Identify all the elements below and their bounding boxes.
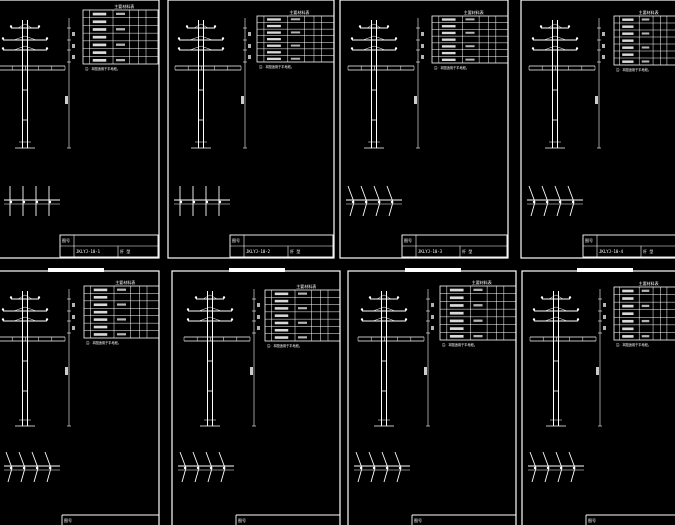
pole-elevation: [528, 18, 605, 149]
sheet-frame: [520, 0, 675, 259]
pole-elevation: [0, 18, 75, 149]
title-code: JKLYJ-10-4: [599, 249, 624, 254]
material-table-title: 主要材料表: [115, 279, 135, 285]
sheet-frame: [339, 0, 509, 259]
material-table-grid: [256, 15, 335, 63]
pole-elevation: [529, 289, 606, 427]
title-block: 图号 JKLYJ-10-3 杆 型: [401, 234, 508, 258]
sheet-top-bar: [48, 268, 104, 272]
pole-elevation: [174, 18, 251, 149]
crossarm-plan-view: [4, 186, 60, 216]
title-label: 图号: [238, 517, 246, 523]
material-table-title: 主要材料表: [639, 9, 659, 15]
material-table-grid: [431, 15, 509, 64]
sheet-top-bar: [229, 268, 285, 272]
material-table-title: 主要材料表: [296, 283, 316, 289]
title-block: 图号: [61, 514, 159, 525]
material-table-grid: [83, 285, 160, 339]
crossarm-plan-view: [178, 451, 234, 483]
title-block: 图号 JKLYJ-10-1 杆 型: [59, 234, 159, 258]
sheet-frame: [0, 0, 160, 259]
title-code: JKLYJ-10-2: [246, 249, 271, 254]
title-name: 杆 型: [290, 248, 300, 254]
material-table-grid: [439, 285, 517, 341]
title-label: 图号: [585, 237, 593, 243]
title-name: 杆 型: [120, 248, 130, 254]
title-code: JKLYJ-10-3: [418, 249, 443, 254]
table-note: 注：本图适用于平地段。: [86, 340, 121, 345]
title-block: 图号: [411, 514, 516, 525]
material-table-grid: [82, 9, 159, 65]
title-label: 图号: [588, 517, 596, 523]
sheet-top-bar: [405, 268, 461, 272]
table-note: 注：本图适用于平地段。: [616, 67, 651, 72]
crossarm-plan-view: [527, 185, 583, 217]
title-label: 图号: [404, 237, 412, 243]
material-table-title: 主要材料表: [639, 280, 659, 286]
material-table-grid: [264, 289, 341, 342]
material-table-grid: [613, 15, 675, 66]
title-label: 图号: [62, 237, 70, 243]
title-name: 杆 型: [462, 248, 472, 254]
pole-elevation: [357, 289, 434, 427]
crossarm-plan-view: [354, 451, 410, 483]
table-note: 注：本图适用于平地段。: [267, 343, 302, 348]
material-table-title: 主要材料表: [114, 3, 134, 9]
material-table-title: 主要材料表: [289, 9, 309, 15]
pole-elevation: [183, 289, 260, 427]
sheet-frame: [167, 0, 335, 259]
material-table-title: 主要材料表: [464, 9, 484, 15]
title-name: 杆 型: [643, 248, 653, 254]
material-table-grid: [613, 286, 675, 341]
table-note: 注：本图适用于平地段。: [434, 65, 469, 70]
table-note: 注：本图适用于平地段。: [259, 64, 294, 69]
table-note: 注：本图适用于平地段。: [85, 66, 120, 71]
title-block: 图号: [585, 514, 675, 525]
crossarm-plan-view: [174, 186, 230, 216]
table-note: 注：本图适用于平地段。: [442, 342, 477, 347]
title-code: JKLYJ-10-1: [76, 249, 101, 254]
title-label: 图号: [64, 517, 72, 523]
pole-elevation: [0, 289, 75, 427]
title-label: 图号: [414, 517, 422, 523]
title-block: 图号 JKLYJ-10-2 杆 型: [229, 234, 334, 258]
crossarm-plan-view: [4, 451, 60, 483]
title-block: 图号 JKLYJ-10-4 杆 型: [582, 234, 675, 258]
sheet-frame: [171, 270, 341, 525]
title-label: 图号: [232, 237, 240, 243]
sheet-frame: [521, 270, 675, 525]
crossarm-plan-view: [346, 185, 402, 217]
material-table-title: 主要材料表: [472, 279, 492, 285]
sheet-frame: [0, 270, 160, 525]
sheet-top-bar: [577, 268, 633, 272]
crossarm-plan-view: [528, 451, 584, 483]
title-block: 图号: [235, 514, 340, 525]
pole-elevation: [347, 18, 424, 149]
table-note: 注：本图适用于平地段。: [616, 342, 651, 347]
